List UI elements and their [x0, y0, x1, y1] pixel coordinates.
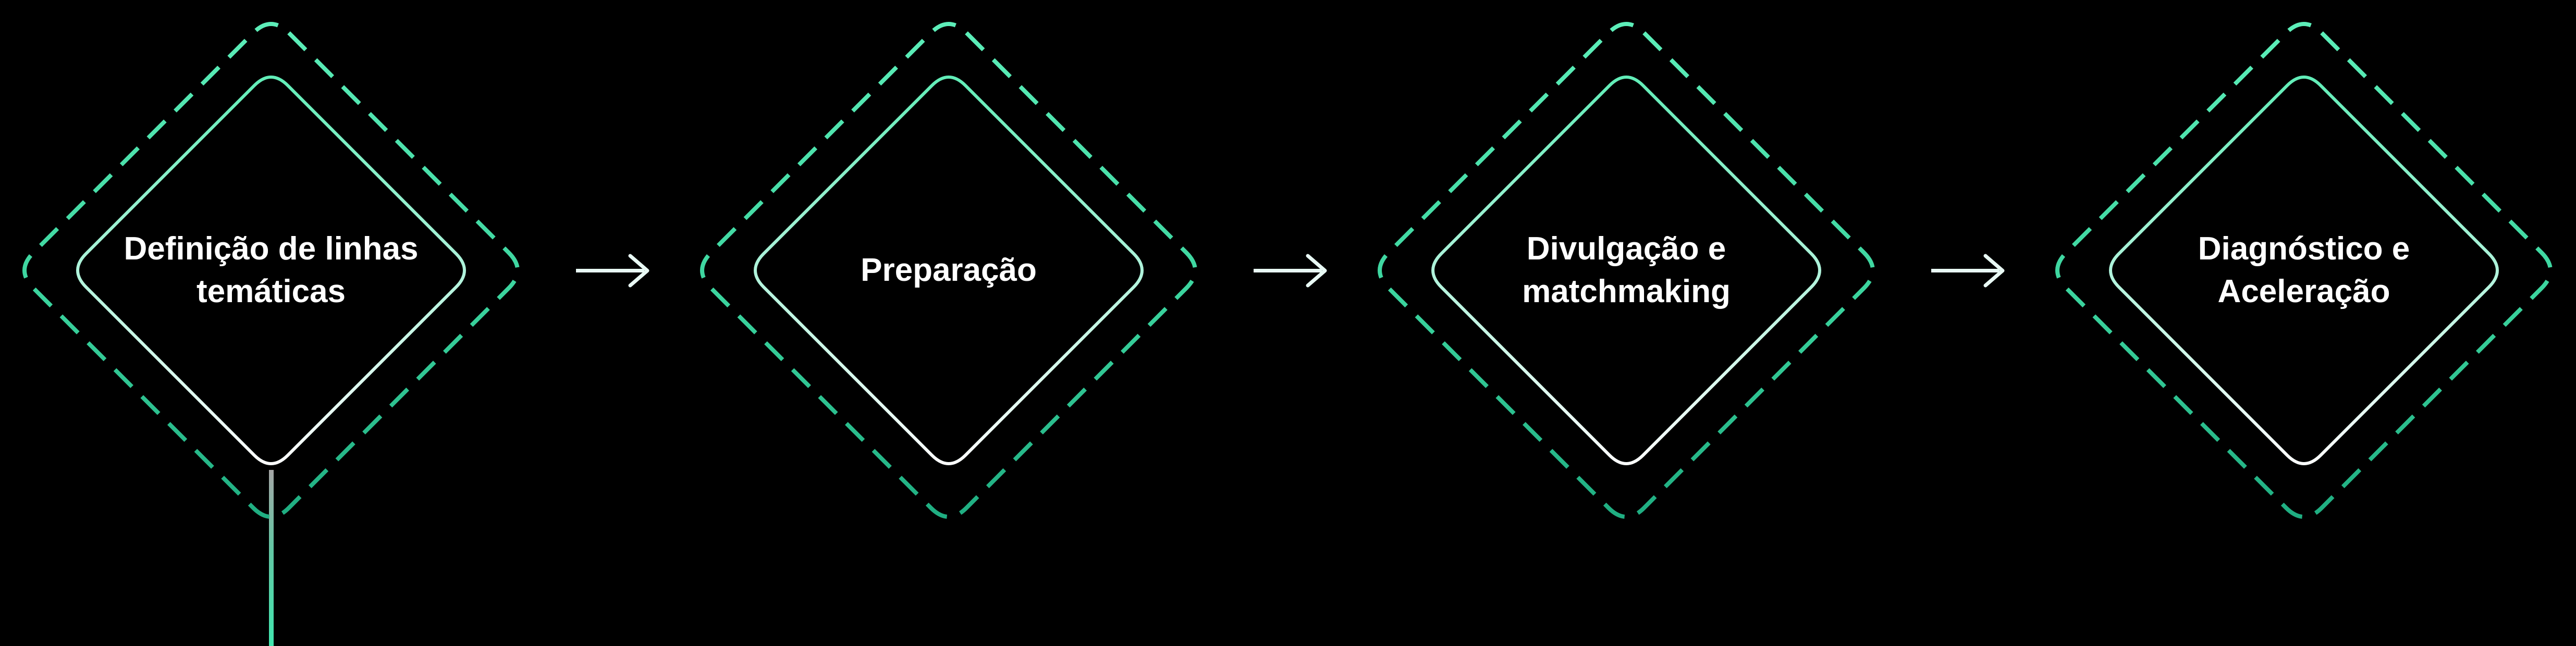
flow-arrow-3-icon	[1931, 256, 2003, 285]
flow-arrow-2-icon	[1254, 256, 1325, 285]
step-3-label: Divulgação e matchmaking	[1522, 231, 1731, 309]
step-1-label: Definição de linhas temáticas	[124, 231, 419, 309]
flow-arrow-1-icon	[576, 256, 647, 285]
step-2-label: Preparação	[861, 252, 1037, 288]
step-4-label: Diagnóstico e Aceleração	[2198, 231, 2410, 309]
